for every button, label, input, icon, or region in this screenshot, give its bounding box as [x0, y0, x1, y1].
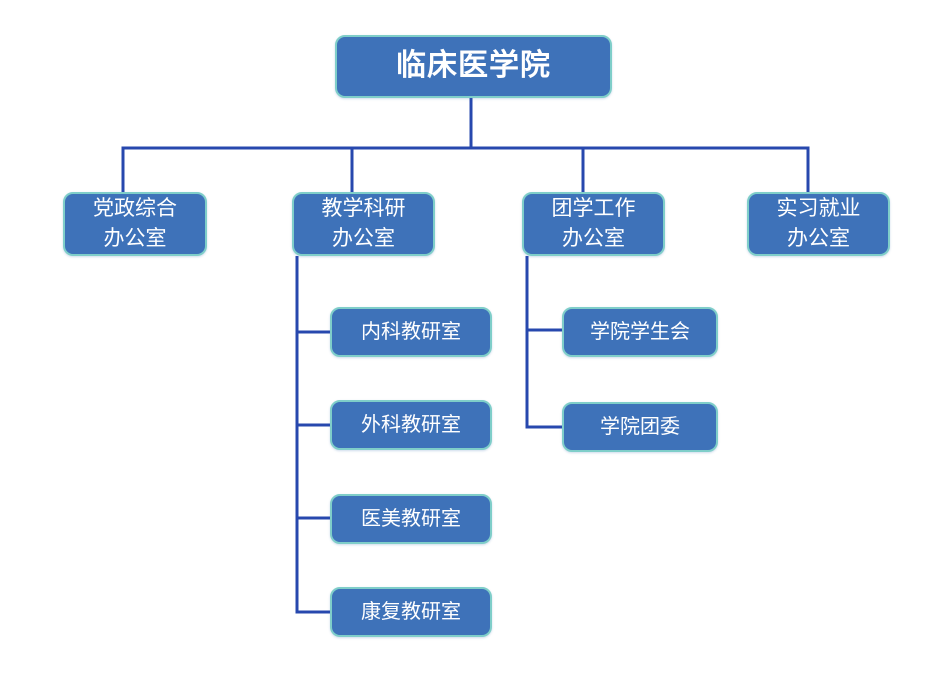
- org-node-party-admin-office: 党政综合 办公室: [63, 192, 207, 256]
- org-node-internal-medicine-dept: 内科教研室: [330, 307, 492, 357]
- org-node-root-college: 临床医学院: [335, 35, 612, 98]
- org-node-teaching-research-office: 教学科研 办公室: [292, 192, 435, 256]
- org-node-league-committee: 学院团委: [562, 402, 718, 452]
- org-node-rehabilitation-dept: 康复教研室: [330, 587, 492, 637]
- org-node-internship-employment-office: 实习就业 办公室: [747, 192, 890, 256]
- org-node-medical-aesthetics-dept: 医美教研室: [330, 494, 492, 544]
- org-node-league-student-office: 团学工作 办公室: [522, 192, 665, 256]
- org-node-surgery-dept: 外科教研室: [330, 400, 492, 450]
- org-node-student-union: 学院学生会: [562, 307, 718, 357]
